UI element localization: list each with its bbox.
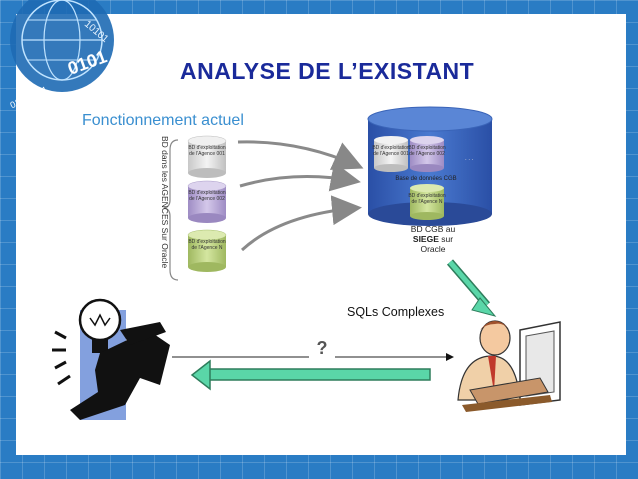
siege-db-001-label: BD d'exploitation de l'Agence 001 (372, 145, 410, 157)
page-title: ANALYSE DE L’EXISTANT (180, 58, 475, 84)
agencies-label-container: BD dans les AGENCES Sur Oracle (154, 136, 170, 286)
analyst-illustration (457, 320, 561, 412)
page-subtitle: Fonctionnement actuel (82, 112, 244, 129)
agency-arrow-3 (240, 195, 362, 252)
agency-db-n-label: BD d'exploitation de l'Agence N (188, 239, 226, 251)
svg-text:0 1: 0 1 (20, 105, 32, 114)
agency-db-002 (187, 180, 227, 223)
agency-arrow-2 (239, 161, 361, 192)
siege-server-line2: sur (441, 234, 454, 245)
agencies-vertical-label: BD dans les AGENCES Sur Oracle (160, 136, 170, 269)
siege-server-line1: BD CGB au (410, 224, 456, 234)
siege-db-cylinder (367, 106, 493, 226)
siege-db-002-label: BD d'exploitation de l'Agence 002 (408, 145, 446, 157)
siege-ellipsis: . . . (465, 156, 474, 162)
siege-base-label: Base de données CGB (395, 176, 457, 182)
thinking-man-illustration (52, 298, 170, 420)
agency-db-n (187, 229, 227, 272)
siege-server-label: BD CGB au SIEGE sur Oracle (398, 224, 468, 255)
siege-server-bold: SIEGE (412, 234, 439, 245)
question-mark: ? (309, 338, 335, 358)
sql-complex-label: SQLs Complexes (347, 305, 445, 319)
response-arrow (190, 359, 431, 391)
agency-db-001-label: BD d'exploitation de l'Agence 001 (188, 145, 226, 157)
siege-server-line3: Oracle (420, 244, 446, 255)
agency-db-002-label: BD d'exploitation de l'Agence 002 (188, 190, 226, 202)
globe-logo: 0101 10101 01010101 0 1 (8, 0, 114, 114)
agency-brace (163, 139, 179, 281)
siege-db-n-label: BD d'exploitation de l'Agence N (408, 193, 446, 205)
agency-arrow-1 (237, 140, 364, 170)
agency-db-001 (187, 135, 227, 178)
